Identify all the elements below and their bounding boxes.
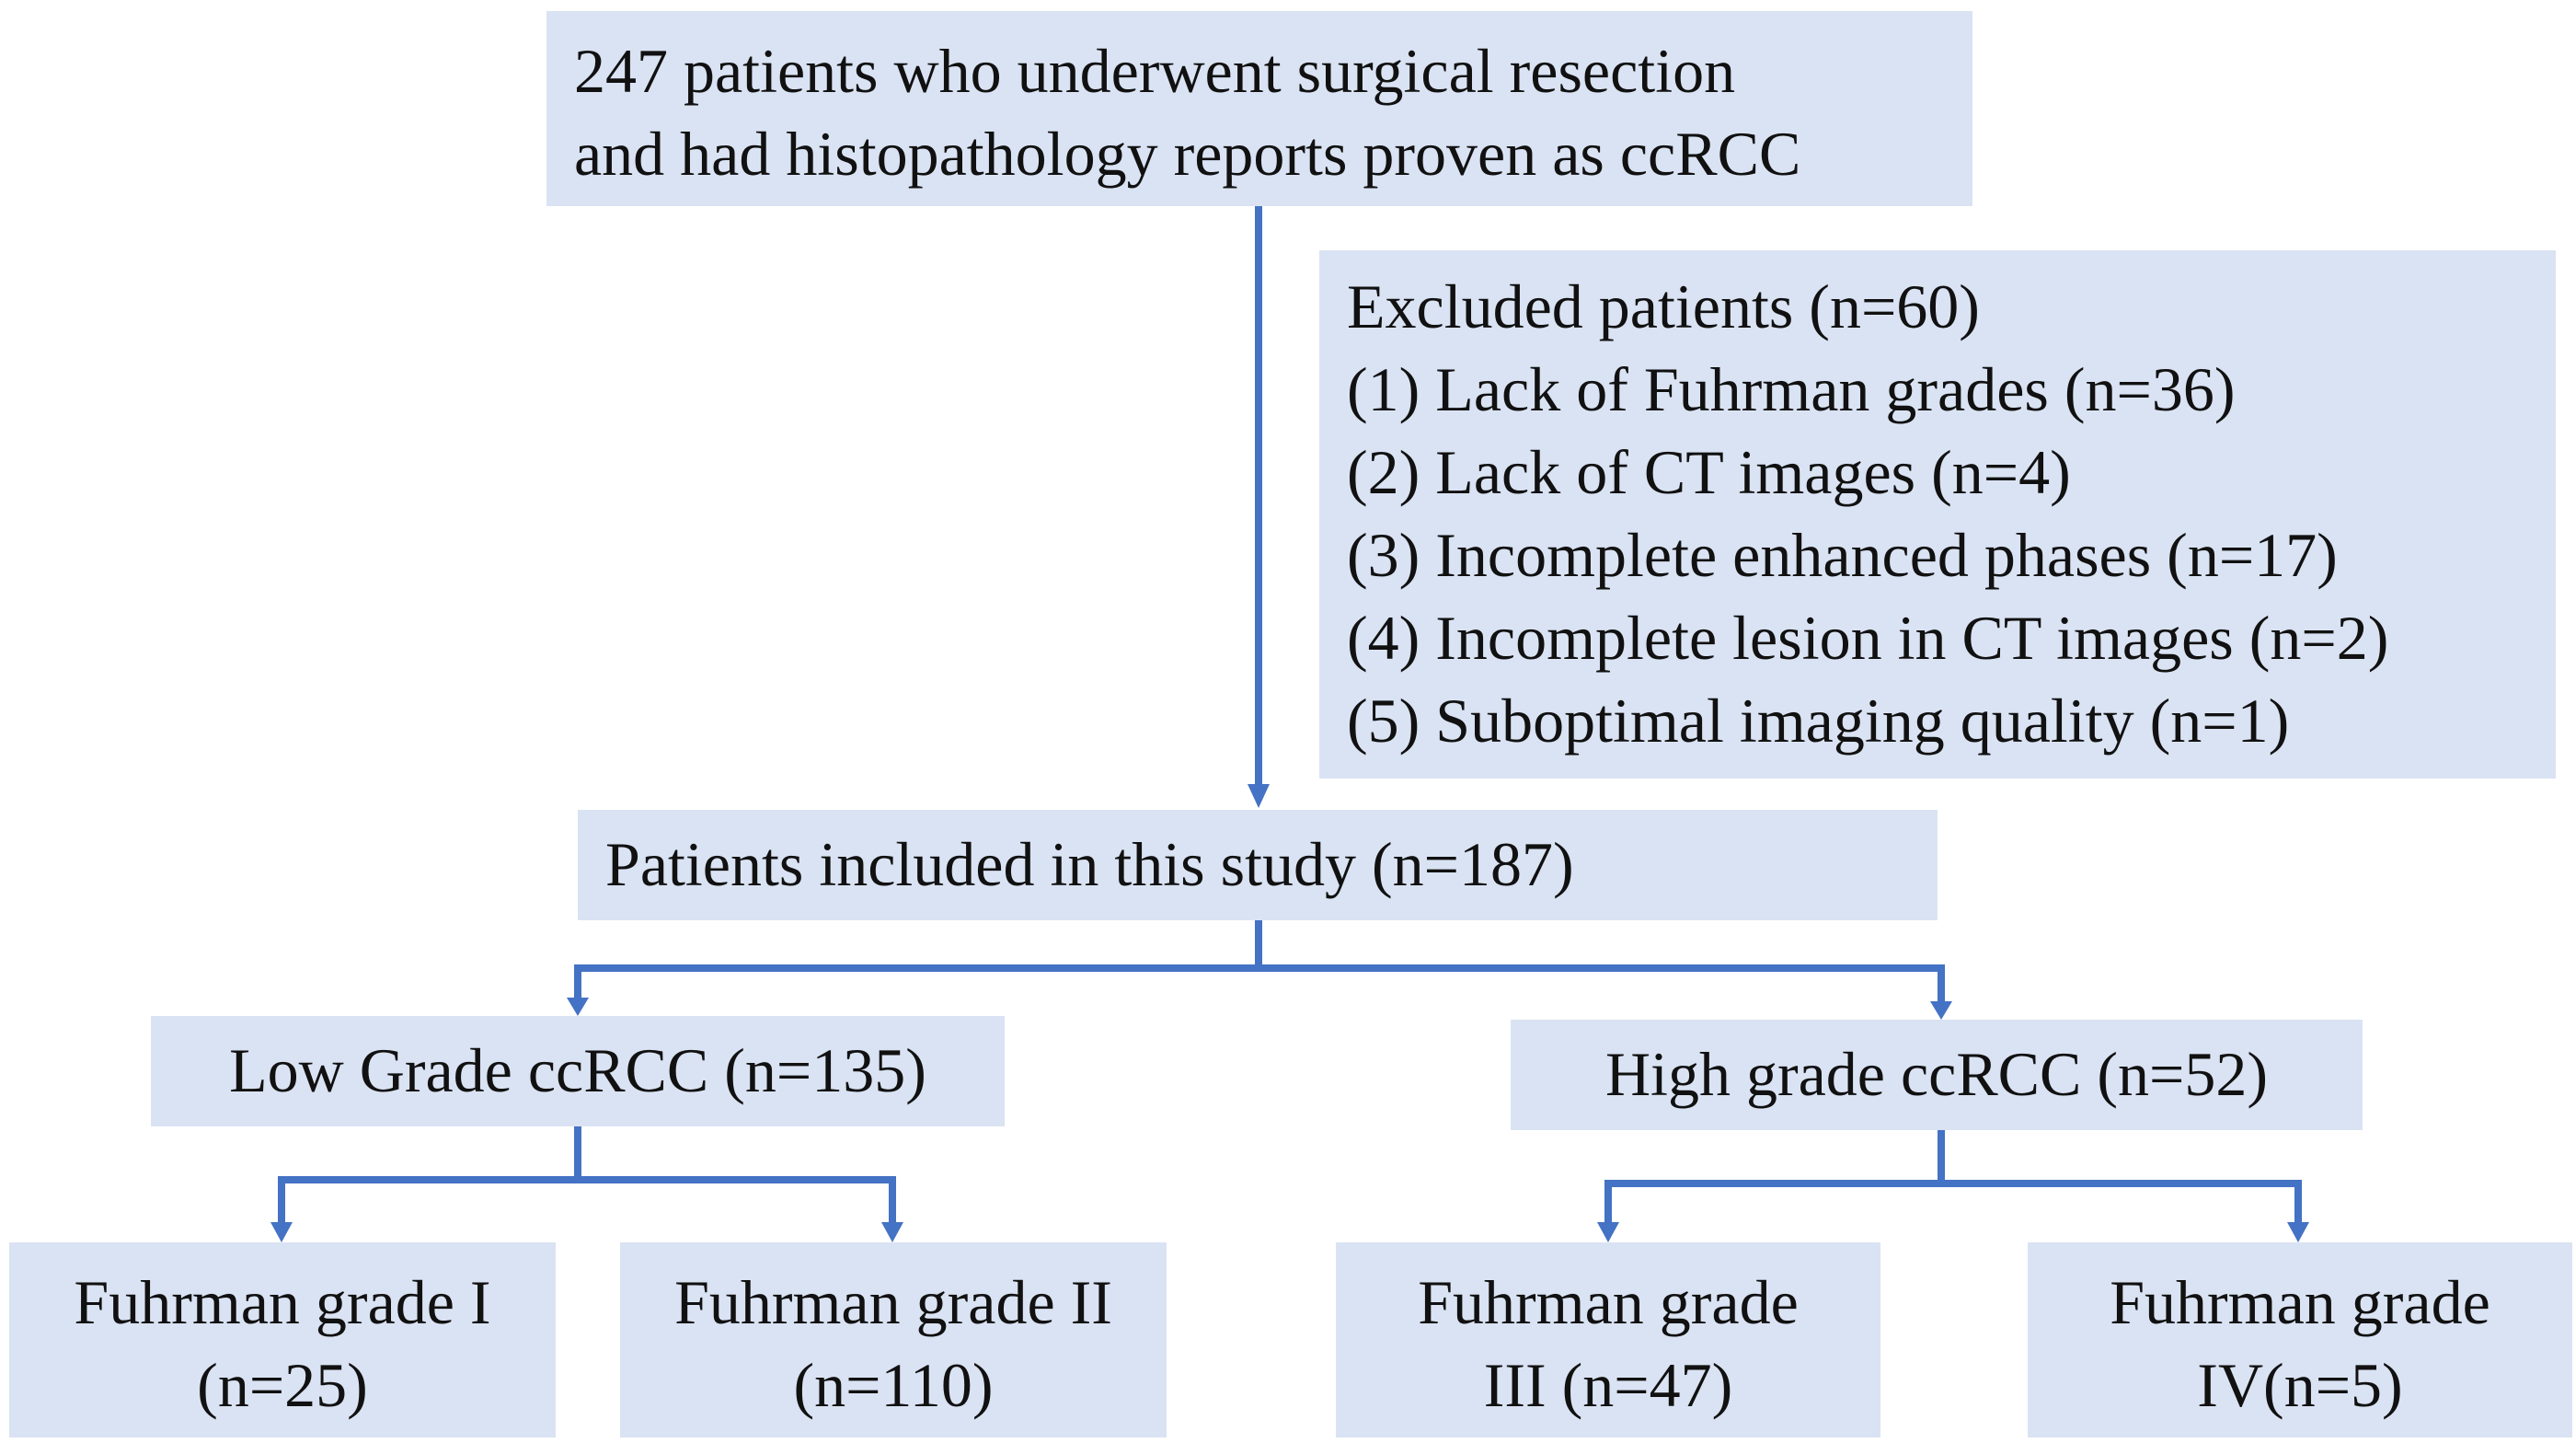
fuhrman-grade-3-box: Fuhrman grade III (n=47) <box>1336 1242 1880 1437</box>
low-grade-line: Low Grade ccRCC (n=135) <box>229 1035 926 1105</box>
grade-4-line-2: IV(n=5) <box>2197 1350 2403 1420</box>
grade-3-line-1: Fuhrman grade <box>1418 1267 1799 1337</box>
arrowhead-to-grade-4 <box>2287 1222 2309 1242</box>
grade-2-line-1: Fuhrman grade II <box>674 1267 1112 1337</box>
top-box-total-patients: 247 patients who underwent surgical rese… <box>546 11 1972 206</box>
top-box-line-2: and had histopathology reports proven as… <box>574 119 1801 189</box>
grade-3-line-2: III (n=47) <box>1483 1350 1733 1420</box>
grade-1-line-1: Fuhrman grade I <box>74 1267 491 1337</box>
arrowhead-to-included <box>1248 784 1270 808</box>
included-line: Patients included in this study (n=187) <box>605 829 1574 899</box>
grade-2-line-2: (n=110) <box>793 1350 994 1420</box>
excluded-reason-1: (1) Lack of Fuhrman grades (n=36) <box>1347 354 2236 424</box>
excluded-title: Excluded patients (n=60) <box>1347 271 1980 341</box>
connector-high-grade-split <box>1604 1130 2302 1224</box>
excluded-reason-5: (5) Suboptimal imaging quality (n=1) <box>1347 686 2290 756</box>
arrowhead-to-grade-2 <box>881 1222 903 1242</box>
arrowhead-to-low-grade <box>567 998 589 1016</box>
fuhrman-grade-4-box: Fuhrman grade IV(n=5) <box>2028 1242 2572 1437</box>
excluded-reason-4: (4) Incomplete lesion in CT images (n=2) <box>1347 603 2389 673</box>
arrowhead-to-high-grade <box>1930 1001 1952 1020</box>
top-box-line-1: 247 patients who underwent surgical rese… <box>574 36 1736 106</box>
arrowhead-to-grade-1 <box>270 1222 293 1242</box>
excluded-reason-2: (2) Lack of CT images (n=4) <box>1347 437 2071 507</box>
fuhrman-grade-2-box: Fuhrman grade II (n=110) <box>620 1242 1167 1437</box>
included-patients-box: Patients included in this study (n=187) <box>578 810 1938 920</box>
connector-low-grade-split <box>278 1126 896 1224</box>
high-grade-box: High grade ccRCC (n=52) <box>1511 1020 2363 1130</box>
fuhrman-grade-1-box: Fuhrman grade I (n=25) <box>9 1242 556 1437</box>
grade-4-line-1: Fuhrman grade <box>2110 1267 2490 1337</box>
excluded-reason-3: (3) Incomplete enhanced phases (n=17) <box>1347 520 2338 590</box>
arrowhead-to-grade-3 <box>1597 1222 1619 1242</box>
excluded-patients-box: Excluded patients (n=60) (1) Lack of Fuh… <box>1319 250 2556 779</box>
grade-1-line-2: (n=25) <box>197 1350 368 1420</box>
high-grade-line: High grade ccRCC (n=52) <box>1604 1039 2269 1109</box>
low-grade-box: Low Grade ccRCC (n=135) <box>151 1016 1005 1126</box>
connector-included-split <box>574 920 1945 1003</box>
